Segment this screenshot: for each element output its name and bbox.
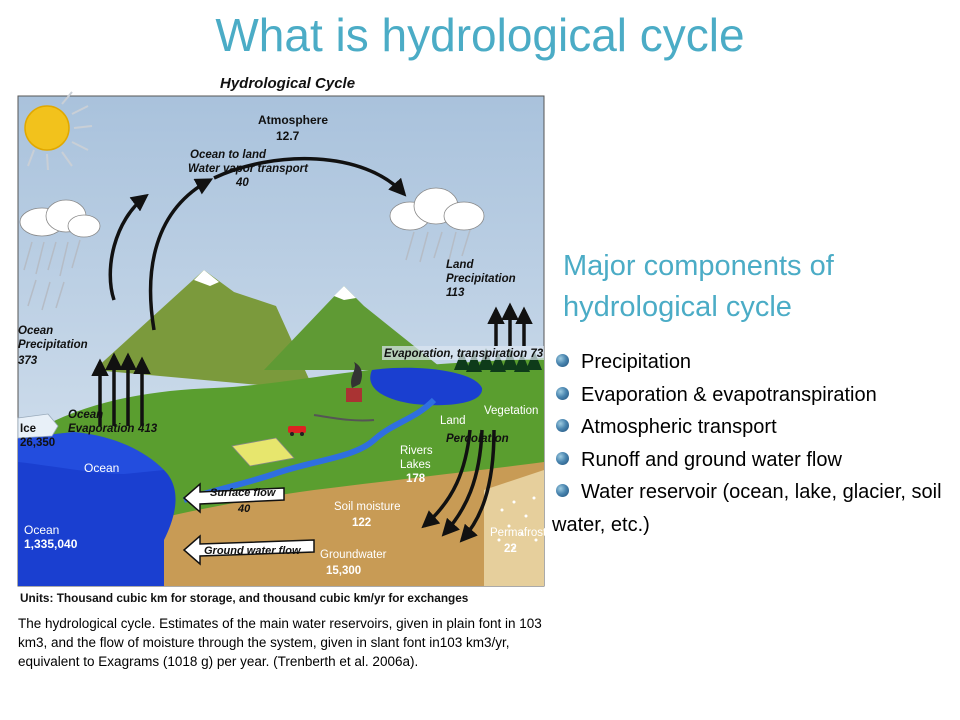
list-item-label: Atmospheric transport xyxy=(581,416,777,438)
sun-icon xyxy=(24,91,93,171)
groundwater-flow-label: Ground water flow xyxy=(204,545,302,557)
arrow-percolation-1 xyxy=(421,429,472,529)
bullet-icon xyxy=(556,386,569,400)
permafrost-value: 22 xyxy=(504,543,517,555)
ice-value: 26,350 xyxy=(20,437,55,449)
list-item-label: Water reservoir (ocean, lake, glacier, s… xyxy=(552,481,942,536)
transport-value: 40 xyxy=(235,177,249,189)
permafrost-dots xyxy=(497,496,538,550)
bullet-icon xyxy=(556,419,569,433)
ocean-precip-label-1: Ocean xyxy=(18,325,53,337)
evap-transp-label: Evaporation, transpiration 73 xyxy=(384,348,544,360)
soil-moisture-value: 122 xyxy=(352,517,371,529)
land-precip-value: 113 xyxy=(446,287,465,299)
transport-label-2: Water vapor transport xyxy=(188,163,309,175)
rivers-label-2: Lakes xyxy=(400,459,431,471)
ocean-storage-label: Ocean xyxy=(24,523,59,537)
atmosphere-value: 12.7 xyxy=(276,129,300,143)
page-title: What is hydrological cycle xyxy=(215,9,745,61)
groundwater-label: Groundwater xyxy=(320,549,387,561)
rain-ocean xyxy=(23,239,81,311)
arrow-vapor-transport xyxy=(213,156,407,197)
ice-label: Ice xyxy=(20,423,36,435)
cloud-land-icon xyxy=(389,187,485,231)
arrow-percolation-3 xyxy=(459,429,496,543)
permafrost-layer xyxy=(484,470,544,586)
units-note: Units: Thousand cubic km for storage, an… xyxy=(20,591,469,605)
vegetation-label: Vegetation xyxy=(484,405,538,417)
arrow-surface-flow xyxy=(182,482,285,514)
bullet-icon xyxy=(556,484,569,498)
ocean-storage-value: 1,335,040 xyxy=(24,537,78,551)
percolation-label: Percolation xyxy=(446,433,509,445)
list-item: Precipitation xyxy=(552,346,952,379)
river xyxy=(183,397,437,503)
list-item: Atmospheric transport xyxy=(552,411,952,444)
figure-caption: The hydrological cycle. Estimates of the… xyxy=(18,616,542,669)
lake xyxy=(370,367,483,406)
ocean-label: Ocean xyxy=(84,461,119,475)
factory-icon xyxy=(346,362,362,402)
diagram-title: Hydrological Cycle xyxy=(220,75,355,92)
transport-label-1: Ocean to land xyxy=(190,149,267,161)
atmosphere-label: Atmosphere xyxy=(258,113,328,127)
hydrological-cycle-diagram: Hydrological Cycle Atmosphere 12.7 Ocean… xyxy=(17,75,547,605)
land-precip-label-2: Precipitation xyxy=(446,273,516,285)
ice-shelf xyxy=(17,413,59,439)
land-label: Land xyxy=(440,415,466,427)
bullet-icon xyxy=(556,354,569,368)
field-plot xyxy=(231,437,295,467)
ocean-precip-value: 373 xyxy=(18,355,38,367)
list-item-label: Precipitation xyxy=(581,351,692,373)
arrow-percolation-2 xyxy=(441,429,484,537)
components-list: Precipitation Evaporation & evapotranspi… xyxy=(552,346,952,541)
surface-flow-label: Surface flow xyxy=(210,487,277,499)
arrow-evap-curve-2 xyxy=(148,178,214,331)
cloud-ocean-icon xyxy=(19,199,101,238)
road xyxy=(313,414,375,422)
list-item: Runoff and ground water flow xyxy=(552,444,952,477)
soil-moisture-label: Soil moisture xyxy=(334,501,400,513)
ocean-precip-label-2: Precipitation xyxy=(18,339,88,351)
surface-flow-value: 40 xyxy=(237,503,251,515)
arrow-groundwater-flow xyxy=(182,534,315,566)
list-item-label: Runoff and ground water flow xyxy=(581,448,842,471)
list-item: Evaporation & evapotranspiration xyxy=(552,379,952,412)
rivers-value: 178 xyxy=(406,473,426,485)
groundwater-value: 15,300 xyxy=(326,565,361,577)
list-item: Water reservoir (ocean, lake, glacier, s… xyxy=(552,476,952,541)
components-heading: Major components of hydrological cycle xyxy=(563,250,834,323)
rain-land xyxy=(405,229,471,265)
ocean-evap-value: 413 xyxy=(137,423,158,435)
rivers-label-1: Rivers xyxy=(400,445,433,457)
ocean-evap-label-2: Evaporation xyxy=(68,423,134,435)
permafrost-label: Permafrost xyxy=(490,527,547,539)
car-icon xyxy=(288,426,306,436)
bullet-icon xyxy=(556,451,569,465)
list-item-label: Evaporation & evapotranspiration xyxy=(581,383,877,406)
ocean-evap-label-1: Ocean xyxy=(68,409,103,421)
arrow-evap-curve-1 xyxy=(108,193,149,301)
land-precip-label-1: Land xyxy=(446,259,474,271)
